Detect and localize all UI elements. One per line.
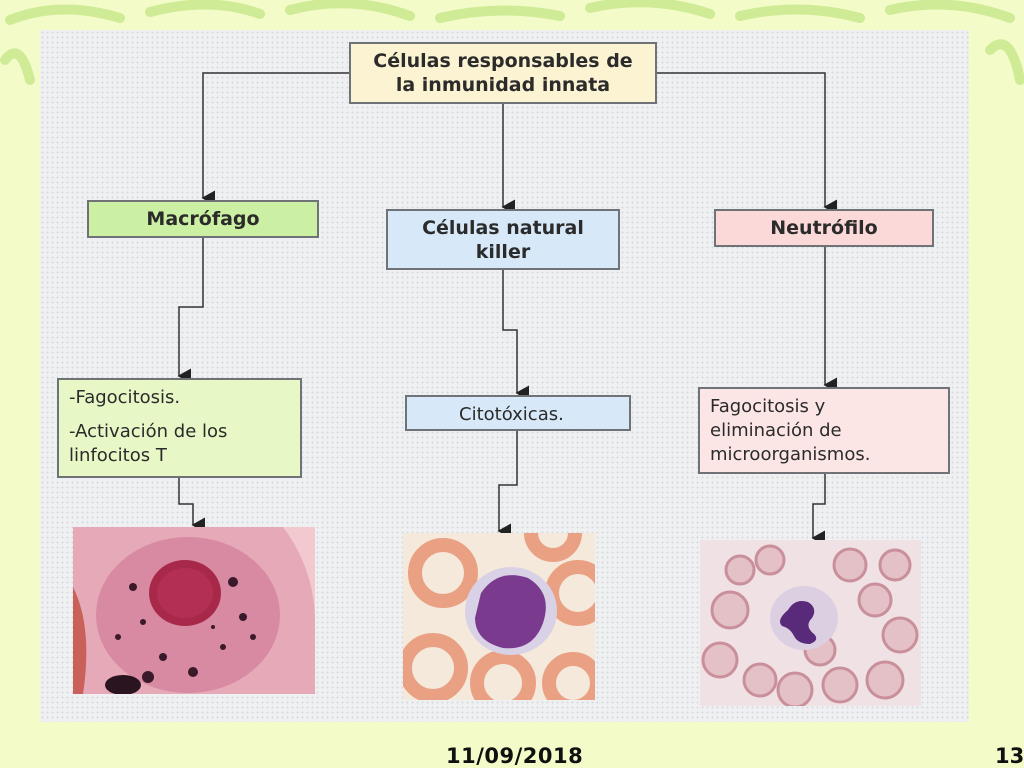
nk-desc-line1: Citotóxicas. [459, 404, 564, 425]
macrofago-description: -Fagocitosis. -Activación de los linfoci… [57, 378, 302, 478]
diagram-connectors [177, 72, 837, 546]
nk-cell-micrograph [403, 533, 595, 700]
neutrophil-micrograph [700, 540, 921, 706]
macrophage-micrograph [73, 527, 315, 694]
macrofago-node: Macrófago [87, 200, 319, 238]
neutrofilo-node: Neutrófilo [714, 209, 934, 247]
connector-nk-desc [502, 270, 529, 401]
slide-background-decoration [0, 0, 1024, 85]
nk-node: Células natural killer [386, 209, 620, 270]
connector-root-macrofago [201, 72, 349, 206]
connector-macrofago-desc [177, 238, 204, 384]
neutrofilo-description: Fagocitosis y eliminación de microorgani… [698, 387, 950, 474]
footer-page-number: 13 [995, 744, 1024, 768]
connector-root-neutrofilo [657, 72, 837, 215]
neutrofilo-title: Neutrófilo [770, 217, 878, 239]
macrofago-desc-line1: -Fagocitosis. [69, 387, 181, 408]
neutrofilo-desc-line3: microorganismos. [710, 444, 871, 465]
root-node: Células responsables de la inmunidad inn… [349, 42, 657, 104]
root-title-line1: Células responsables de [373, 50, 633, 72]
nk-description: Citotóxicas. [405, 395, 631, 431]
connector-neutrofilo-image [811, 474, 826, 546]
connector-nk-image [497, 431, 518, 539]
nk-title-line1: Células natural [422, 216, 584, 239]
neutrofilo-desc-line1: Fagocitosis y [710, 396, 826, 417]
neutrofilo-desc-line2: eliminación de [710, 420, 842, 441]
macrofago-title: Macrófago [146, 208, 260, 230]
root-title-line2: la inmunidad innata [395, 74, 611, 96]
macrofago-desc-line3: linfocitos T [69, 445, 167, 466]
connector-macrofago-image [178, 478, 205, 533]
footer-date: 11/09/2018 [446, 744, 584, 768]
nk-title-line2: killer [475, 240, 531, 263]
macrofago-desc-line2: -Activación de los [69, 421, 228, 442]
